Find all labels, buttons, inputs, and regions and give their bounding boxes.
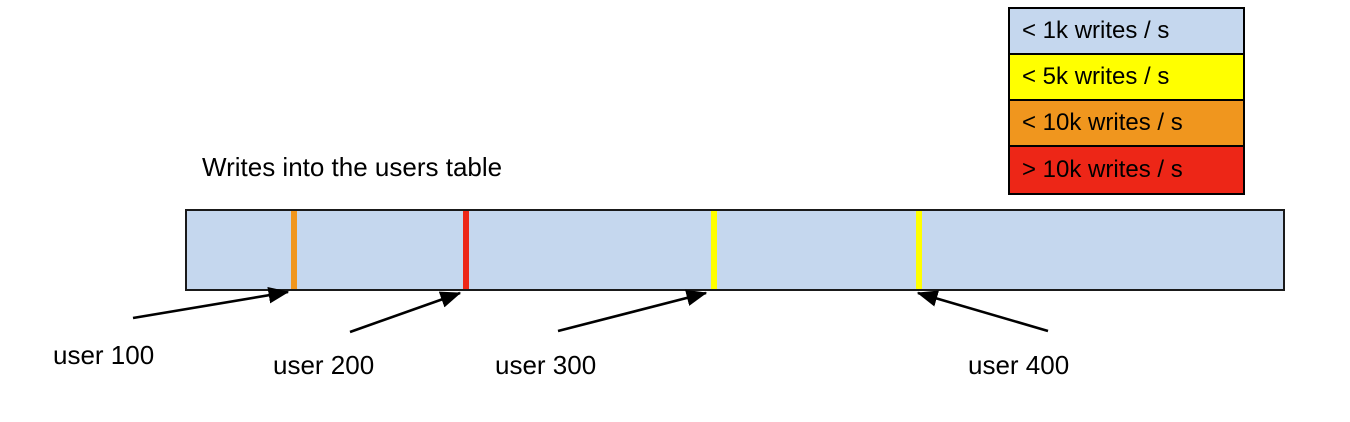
stripe-user-400 (916, 211, 922, 289)
legend-row-label: < 10k writes / s (1022, 109, 1183, 136)
legend-row-3: < 10k writes / s (1010, 101, 1243, 147)
diagram-title: Writes into the users table (202, 152, 503, 182)
legend-row-1: < 1k writes / s (1010, 9, 1243, 55)
stripe-user-300 (711, 211, 717, 289)
callout-user-300: user 300 (495, 350, 597, 380)
stripe-user-100 (291, 211, 297, 289)
arrow-user-300 (557, 289, 708, 333)
arrow-user-200 (349, 291, 462, 334)
writes-rate-legend: < 1k writes / s < 5k writes / s < 10k writ… (1008, 7, 1245, 195)
callout-user-100: user 100 (53, 340, 155, 370)
legend-row-4: > 10k writes / s (1010, 147, 1243, 193)
legend-row-label: < 1k writes / s (1022, 17, 1170, 44)
legend-row-2: < 5k writes / s (1010, 55, 1243, 101)
arrow-user-400 (916, 290, 1049, 333)
legend-row-label: < 5k writes / s (1022, 63, 1170, 90)
stripe-user-200 (463, 211, 469, 289)
callout-user-200: user 200 (273, 350, 375, 380)
callout-user-400: user 400 (968, 350, 1070, 380)
legend-row-label: > 10k writes / s (1022, 156, 1183, 183)
users-table-bar (185, 209, 1285, 291)
arrow-user-100 (132, 287, 290, 320)
